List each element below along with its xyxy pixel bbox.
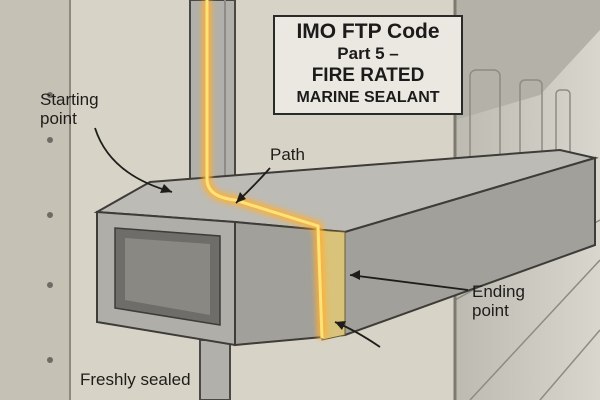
label-freshly-sealed: Freshly sealed	[80, 370, 191, 389]
imo-ftp-code-sign: IMO FTP Code Part 5 – FIRE RATED MARINE …	[273, 15, 463, 115]
wall-panel-left	[0, 0, 70, 400]
sealant-glow-path	[205, 0, 324, 339]
sign-line-2: Part 5 –	[337, 44, 399, 63]
rivets	[47, 92, 53, 363]
label-starting-line1: Starting	[40, 90, 99, 109]
label-ending-point: Ending point	[472, 282, 525, 320]
sign-line-3: FIRE RATED	[311, 65, 425, 86]
label-starting-point: Starting point	[40, 90, 99, 128]
label-ending-line2: point	[472, 301, 509, 320]
label-starting-line2: point	[40, 109, 77, 128]
vertical-duct	[189, 0, 236, 192]
label-path: Path	[270, 145, 305, 164]
sign-line-4: MARINE SEALANT	[296, 89, 440, 106]
label-ending-line1: Ending	[472, 282, 525, 301]
sign-line-1: IMO FTP Code	[296, 20, 440, 43]
